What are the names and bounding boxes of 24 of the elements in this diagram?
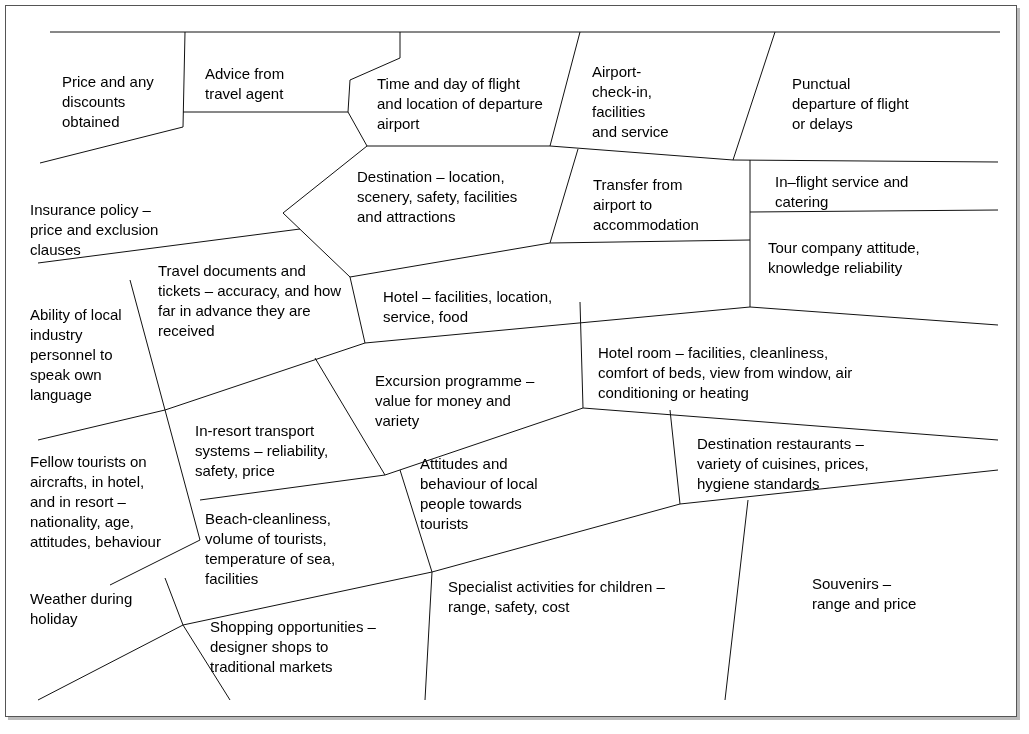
region-text: Fellow tourists on aircrafts, in hotel, and in resort – nationality, age, attitudes, behaviour (30, 452, 162, 552)
region-text: Beach-cleanliness, volume of tourists, temperature of sea, facilities (205, 509, 337, 589)
region-text: Advice from travel agent (205, 64, 286, 104)
region-text: Hotel – facilities, location, service, food (383, 287, 554, 327)
region-text: Time and day of flight and location of departure airport (377, 74, 544, 134)
region-text: Hotel room – facilities, cleanliness, comfort of beds, view from window, air conditioning or heating (598, 343, 854, 403)
region-text: Transfer from airport to accommodation (593, 175, 700, 235)
region-text: Destination – location, scenery, safety, facilities and attractions (357, 167, 519, 227)
region-text: Punctual departure of flight or delays (792, 74, 910, 134)
region-text: Excursion programme – value for money and variety (375, 371, 536, 431)
region-text: In–flight service and catering (775, 172, 910, 212)
region-text: Attitudes and behaviour of local people towards tourists (420, 454, 539, 534)
region-text: Destination restaurants – variety of cuisines, prices, hygiene standards (697, 434, 870, 494)
region-text: Shopping opportunities – designer shops to traditional markets (210, 617, 377, 677)
region-text: Insurance policy – price and exclusion clauses (30, 200, 160, 260)
region-text: Airport-check-in, facilities and service (592, 62, 670, 142)
region-text: Weather during holiday (30, 589, 134, 629)
region-text: Specialist activities for children – range, safety, cost (448, 577, 666, 617)
region-text: Price and any discounts obtained (62, 72, 155, 132)
region-text: In-resort transport systems – reliability, safety, price (195, 421, 330, 481)
region-text: Tour company attitude, knowledge reliability (768, 238, 921, 278)
region-text: Travel documents and tickets – accuracy, and how far in advance they are received (158, 261, 343, 341)
region-text: Souvenirs – range and price (812, 574, 918, 614)
region-text: Ability of local industry personnel to speak own language (30, 305, 123, 405)
